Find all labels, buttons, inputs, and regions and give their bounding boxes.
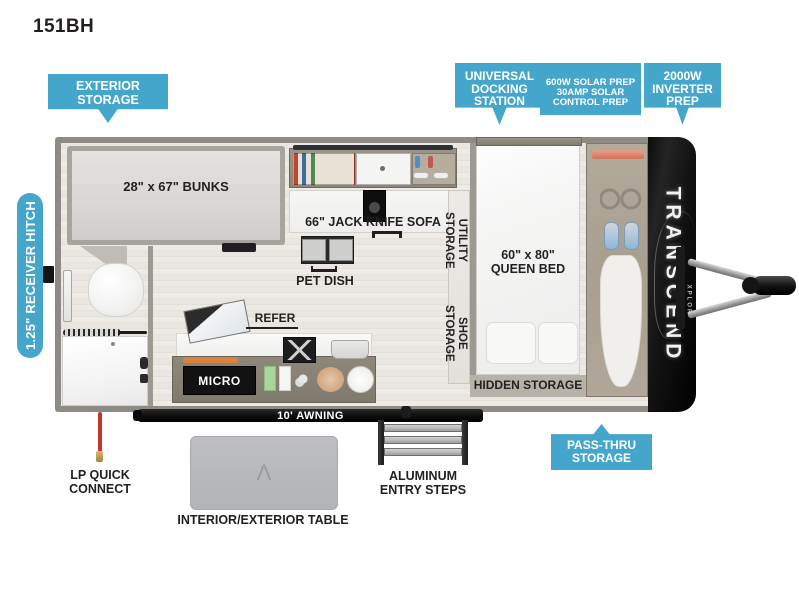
tongue-jack bbox=[676, 247, 685, 329]
callout-solar-prep-label: 600W SOLAR PREP 30AMP SOLAR CONTROL PREP bbox=[545, 76, 636, 109]
interior-exterior-table-label: INTERIOR/EXTERIOR TABLE bbox=[177, 513, 349, 527]
shower-pan bbox=[62, 336, 148, 406]
lp-quick-connect-label: LP QUICK CONNECT bbox=[69, 468, 131, 496]
pet-dish-bracket bbox=[311, 266, 337, 272]
callout-inverter-prep: 2000W INVERTER PREP bbox=[644, 63, 721, 125]
badge-receiver-hitch: 1.25" RECEIVER HITCH bbox=[17, 193, 50, 358]
interior-exterior-table: Λ bbox=[190, 436, 338, 510]
counter-item-white bbox=[279, 366, 291, 391]
callout-solar-prep: 600W SOLAR PREP 30AMP SOLAR CONTROL PREP bbox=[540, 63, 641, 116]
overhead-books-bin bbox=[293, 153, 355, 185]
gear-bag-large bbox=[600, 255, 642, 387]
hidden-storage-bar: HIDDEN STORAGE bbox=[470, 375, 586, 397]
callout-exterior-storage: EXTERIOR STORAGE bbox=[48, 74, 168, 123]
step-tread-2 bbox=[384, 436, 462, 444]
coupler-ball-socket bbox=[742, 277, 759, 294]
bathroom-window bbox=[63, 270, 72, 322]
shower-rail bbox=[118, 331, 147, 334]
hidden-storage-label: HIDDEN STORAGE bbox=[473, 378, 583, 393]
bedroom-divider-wall bbox=[470, 143, 476, 383]
camp-chair-right bbox=[624, 222, 639, 250]
utility-storage-text: UTILITY STORAGE bbox=[443, 212, 468, 269]
kitchen-sink bbox=[331, 340, 369, 359]
toilet bbox=[88, 263, 144, 317]
awning-label: 10' AWNING bbox=[277, 409, 344, 422]
lp-hose bbox=[98, 412, 102, 456]
callout-exterior-storage-label: EXTERIOR STORAGE bbox=[76, 79, 140, 107]
receiver-hitch-stub bbox=[43, 266, 54, 283]
bathroom-wall-vertical bbox=[148, 246, 153, 406]
awning-end-cap-left bbox=[133, 410, 142, 421]
step-tread-3 bbox=[384, 448, 462, 456]
sofa-leg-bracket bbox=[372, 231, 402, 238]
refer-leader-line bbox=[246, 327, 298, 329]
bed-pillow-left bbox=[486, 322, 536, 364]
gear-hose-coil bbox=[600, 185, 644, 213]
control-switch-blue bbox=[415, 156, 420, 168]
brand-wordmark: TRANSCEND bbox=[648, 137, 696, 412]
bunk-step-handle bbox=[222, 243, 256, 252]
page-title: 151BH bbox=[33, 16, 95, 37]
steps-leg-left bbox=[378, 420, 384, 465]
callout-universal-docking-station: UNIVERSAL DOCKING STATION bbox=[455, 63, 544, 125]
callout-pass-thru-storage-label: PASS-THRU STORAGE bbox=[566, 438, 637, 465]
pet-dish-label: PET DISH bbox=[296, 274, 354, 288]
callout-universal-docking-station-label: UNIVERSAL DOCKING STATION bbox=[464, 68, 535, 109]
shoe-storage-text: SHOE STORAGE bbox=[443, 305, 468, 362]
counter-cutting-board bbox=[183, 357, 238, 363]
counter-item-green bbox=[264, 366, 276, 391]
pet-dish bbox=[301, 236, 354, 264]
utility-storage-label: UTILITY STORAGE bbox=[443, 212, 468, 269]
awning-end-cap-right bbox=[401, 406, 411, 418]
control-dial-right bbox=[433, 172, 449, 179]
a-frame-tongue bbox=[687, 250, 796, 325]
overhead-panel-white bbox=[356, 153, 411, 185]
steps-leg-right bbox=[462, 420, 468, 465]
bunk-beds bbox=[67, 146, 285, 245]
counter-plate-white bbox=[347, 366, 374, 393]
bunks-label: 28" x 67" BUNKS bbox=[123, 179, 229, 194]
counter-bowl-stack bbox=[292, 368, 314, 390]
pet-dish-bowl-right bbox=[329, 238, 353, 262]
sofa-tv-lens bbox=[369, 202, 380, 213]
pet-dish-bowl-left bbox=[302, 238, 326, 262]
overhead-rail bbox=[293, 145, 453, 150]
bed-pillow-right bbox=[538, 322, 578, 364]
shower-valve bbox=[140, 357, 148, 369]
table-leg-glyph: Λ bbox=[256, 460, 272, 485]
entry-steps-label: ALUMINUM ENTRY STEPS bbox=[379, 469, 467, 497]
refer-label: REFER bbox=[254, 311, 296, 325]
control-dial-left bbox=[413, 172, 429, 179]
queen-bed-label: 60" x 80" QUEEN BED bbox=[490, 248, 566, 276]
counter-plate-tan bbox=[317, 367, 344, 392]
microwave: MICRO bbox=[183, 366, 256, 395]
sofa-label: 66" JACK KNIFE SOFA bbox=[305, 215, 441, 229]
shower-handle bbox=[140, 374, 148, 383]
callout-pass-thru-storage: PASS-THRU STORAGE bbox=[551, 424, 652, 470]
shoe-storage-label: SHOE STORAGE bbox=[443, 305, 468, 362]
aluminum-entry-steps bbox=[378, 420, 468, 465]
storage-wall bbox=[448, 190, 470, 384]
step-tread-1 bbox=[384, 424, 462, 432]
shower-curtain bbox=[63, 329, 121, 336]
awning-bar: 10' AWNING bbox=[138, 409, 483, 422]
overhead-panel-knob bbox=[380, 166, 385, 171]
lp-quick-connect-fitting bbox=[96, 451, 103, 462]
gear-strap-red bbox=[592, 150, 644, 159]
universal-docking-panel bbox=[476, 137, 582, 146]
microwave-label: MICRO bbox=[198, 373, 241, 388]
stove-grate bbox=[286, 340, 313, 360]
front-cap: TRANSCEND XPLOR bbox=[648, 137, 698, 412]
badge-receiver-hitch-label: 1.25" RECEIVER HITCH bbox=[22, 201, 38, 350]
control-switch-red bbox=[428, 156, 433, 168]
hitch-coupler bbox=[752, 276, 796, 295]
callout-inverter-prep-label: 2000W INVERTER PREP bbox=[652, 68, 713, 109]
shower-drain bbox=[111, 342, 115, 346]
camp-chair-left bbox=[604, 222, 619, 250]
